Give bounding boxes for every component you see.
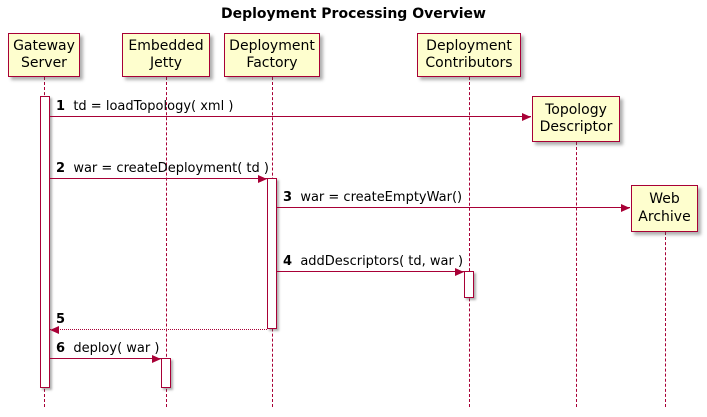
participant-label-line: Gateway	[13, 37, 75, 54]
message-1-line	[50, 116, 531, 117]
message-number: 3	[283, 190, 293, 205]
participant-label-line: Embedded	[128, 37, 204, 54]
message-3-line	[277, 207, 630, 208]
message-text: war = createDeployment( td )	[69, 161, 269, 176]
participant-label-line: Server	[21, 55, 67, 71]
message-text: addDescriptors( td, war )	[296, 254, 464, 269]
message-2-label: 2 war = createDeployment( td )	[56, 161, 269, 176]
participant-label-line: Archive	[638, 208, 691, 225]
message-6-line	[50, 358, 161, 359]
participant-label-line: Deployment	[229, 37, 315, 54]
activation-bar-deployment-contributors	[464, 271, 474, 298]
participant-label-line: Factory	[246, 55, 298, 71]
message-6-arrowhead	[152, 355, 161, 363]
message-2-arrowhead	[258, 175, 267, 183]
diagram-title: Deployment Processing Overview	[221, 6, 486, 22]
participant-label-line: Descriptor	[539, 119, 613, 135]
message-1-arrowhead	[522, 113, 531, 121]
participant-label-line: Topology	[545, 101, 607, 118]
message-number: 6	[56, 341, 66, 356]
message-2-line	[50, 178, 267, 179]
participant-label-line: Web	[649, 191, 680, 208]
message-text: deploy( war )	[69, 341, 160, 356]
message-1-label: 1 td = loadTopology( xml )	[56, 99, 233, 114]
activation-bar-embedded-jetty	[161, 358, 171, 388]
message-3-arrowhead	[621, 204, 630, 212]
message-4-line	[277, 271, 464, 272]
lifeline-deployment-contributors	[469, 77, 470, 407]
lifeline-topology-descriptor	[576, 142, 577, 407]
participant-label-line: Jetty	[149, 55, 182, 71]
message-6-label: 6 deploy( war )	[56, 341, 159, 356]
message-number: 5	[56, 312, 66, 327]
message-3-label: 3 war = createEmptyWar()	[283, 190, 462, 205]
message-text: td = loadTopology( xml )	[69, 99, 234, 114]
message-5-arrowhead	[50, 326, 59, 334]
message-number: 1	[56, 99, 66, 114]
activation-bar-gateway-server	[40, 96, 50, 388]
message-5-label: 5	[56, 312, 65, 327]
message-number: 4	[283, 254, 293, 269]
message-4-label: 4 addDescriptors( td, war )	[283, 254, 463, 269]
message-number: 2	[56, 161, 66, 176]
message-text: war = createEmptyWar()	[296, 190, 463, 205]
lifeline-embedded-jetty	[166, 77, 167, 407]
message-5-line	[50, 329, 267, 330]
activation-bar-deployment-factory	[267, 178, 277, 329]
message-4-arrowhead	[455, 268, 464, 276]
participant-label-line: Deployment	[426, 37, 512, 54]
lifeline-web-archive	[665, 232, 666, 407]
participant-label-line: Contributors	[425, 55, 513, 71]
